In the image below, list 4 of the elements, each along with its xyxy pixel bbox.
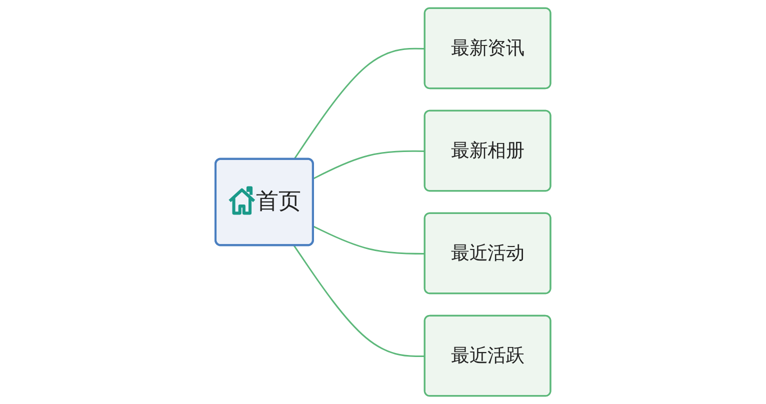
connector bbox=[293, 245, 426, 358]
connector bbox=[293, 48, 426, 160]
connector bbox=[313, 150, 426, 180]
connector bbox=[313, 226, 426, 255]
